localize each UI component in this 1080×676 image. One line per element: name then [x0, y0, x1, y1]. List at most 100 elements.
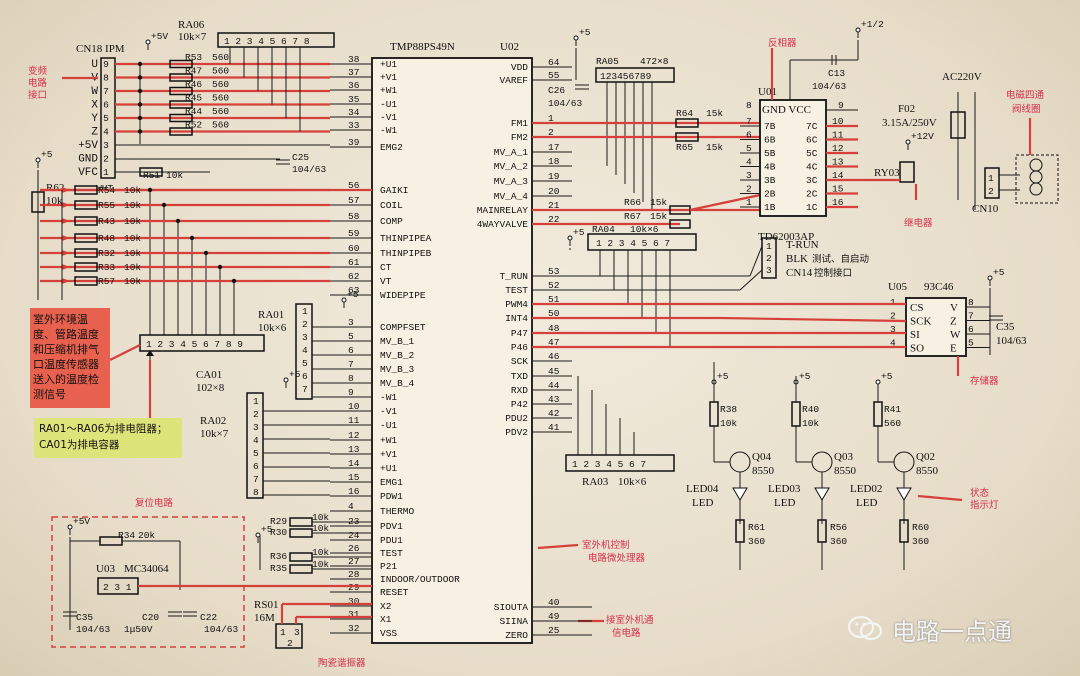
mcu-left-pin-label: WIDEPIPE: [380, 290, 426, 301]
mcu-left-pin-label: EMG1: [380, 477, 403, 488]
mcu-left-pin-label: COMP: [380, 216, 403, 227]
ra06-ref: RA06: [178, 19, 205, 31]
rs01-pin: 1: [280, 627, 286, 638]
supply-terminal: [145, 39, 151, 45]
coil-turn: [1029, 170, 1043, 184]
led-type: LED: [692, 497, 713, 509]
ra02-pin: 5: [253, 448, 259, 459]
pull-resistor-value: 10k: [312, 512, 329, 523]
led-transistor: [893, 451, 915, 473]
ra01-pin: 1: [302, 306, 308, 317]
u01-right-pin-number: 12: [832, 143, 844, 154]
mcu-right-pin-label: MV_A_1: [494, 147, 529, 158]
ipm-resistor: [169, 127, 193, 136]
led-base-resistor: [873, 401, 883, 427]
mcu-left-pin-number: 34: [348, 107, 360, 118]
cn10-pin: 1: [988, 173, 994, 184]
u05-supply: +5: [993, 267, 1005, 278]
mcu-label-2: 电路微处理器: [588, 552, 646, 564]
mcu-left-pin-label: TEST: [380, 548, 403, 559]
ca01-arrow: [146, 350, 154, 356]
c13-ref: C13: [828, 68, 845, 79]
ra01-pin: 6: [302, 371, 308, 382]
sensor-resistor-value: 10k: [124, 276, 141, 287]
mcu-right-pin-number: 2: [548, 127, 554, 138]
r51-value: 10k: [166, 170, 183, 181]
cn14-line3: 控制接口: [814, 267, 852, 279]
c35-ref: C35: [996, 321, 1015, 333]
ipm-resistor: [169, 113, 193, 123]
mcu-right-pin-label: PDV2: [505, 427, 528, 438]
ra01-resistor-array: [295, 303, 313, 400]
mcu-right-pin-label: P46: [511, 342, 528, 353]
mcu-left-pin-number: 59: [348, 228, 360, 239]
c13-value: 104/63: [812, 81, 847, 92]
cn18-pin-label: X: [91, 100, 98, 112]
ry03-relay-coil: [899, 161, 915, 183]
mcu-left-pin-number: 33: [348, 120, 360, 131]
u01-right-pin-label: 5C: [806, 148, 818, 159]
u05-left-pin-number: 4: [890, 338, 896, 349]
ra02-pin: 7: [253, 474, 259, 485]
watermark-text: 电路一点通: [892, 617, 1012, 646]
comm-label-1: 接室外机通: [606, 614, 654, 626]
mcu-right-pin-number: 52: [548, 280, 560, 291]
mcu-left-pin-label: PDU1: [380, 535, 403, 546]
sensor-resistor-ref: R57: [98, 276, 115, 287]
mcu-left-pin-number: 8: [348, 373, 354, 384]
sensor-arrow: [62, 187, 70, 193]
supply-terminal: [875, 379, 881, 385]
u01-left-pin-label: 2B: [764, 189, 776, 200]
ra06-value: 10k×7: [178, 31, 207, 43]
mcu-right-pin-number: 18: [548, 156, 560, 167]
u05-part: 93C46: [924, 281, 954, 293]
led-diode: [896, 487, 912, 501]
supply-terminal: [283, 377, 289, 383]
c20-value: 1μ50V: [124, 624, 153, 635]
led-diode: [814, 487, 830, 501]
u05-right-pin-label: Z: [950, 316, 957, 328]
mcu-label-arrow: [537, 543, 579, 550]
led-transistor: [729, 451, 751, 473]
mcu-right-pin-label: VDD: [511, 62, 528, 73]
comm-label-2: 信电路: [612, 627, 641, 639]
u01-top-pins: GND VCC: [762, 104, 811, 116]
pull-resistor: [289, 564, 313, 574]
f02-fuse: [950, 111, 966, 139]
mcu-left-pin-number: 11: [348, 415, 360, 426]
mcu-right-pin-label: T_RUN: [499, 271, 528, 282]
c22-value: 104/63: [204, 624, 239, 635]
supply-terminal: [573, 35, 579, 41]
mcu-left-pin-number: 6: [348, 345, 354, 356]
led-current-resistor-ref: R61: [748, 522, 765, 533]
ipm-resistor-ref: R44: [185, 106, 202, 117]
r64-value: 15k: [706, 108, 723, 119]
cn14-ref: CN14: [786, 267, 813, 279]
mcu-left-pin-label: -W1: [380, 125, 397, 136]
relay-supply: +12V: [911, 131, 934, 142]
led-ref: LED04: [686, 483, 719, 495]
cn10-ref: CN10: [972, 203, 999, 215]
u01-right-pin-number: 10: [832, 116, 844, 127]
ra06-resistor-array: [217, 32, 335, 48]
led-status-label-2: 指示灯: [970, 499, 999, 511]
mcu-left-pin-label: GAIKI: [380, 185, 409, 196]
mcu-right-pin-number: 1: [548, 113, 554, 124]
ipm-resistor-value: 560: [212, 66, 229, 77]
supply-terminal: [35, 157, 41, 163]
sensor-supply: +5: [41, 149, 53, 160]
mcu-left-pin-number: 13: [348, 444, 360, 455]
u01-right-pin-label: 4C: [806, 162, 818, 173]
pull-supply: +5: [261, 524, 273, 535]
u05-left-pin-number: 2: [890, 311, 896, 322]
mcu-left-pin-label: +U1: [380, 463, 397, 474]
mcu-left-pin-label: THINPIPEB: [380, 248, 432, 259]
cn14-pin: 1: [766, 241, 772, 252]
u01-label: 反相器: [768, 37, 797, 49]
ra05-ref: RA05: [596, 56, 619, 67]
r65-resistor: [675, 132, 699, 142]
mcu-left-pin-number: 39: [348, 137, 360, 148]
led-current-resistor-value: 360: [748, 536, 765, 547]
ipm-resistor-ref: R52: [185, 120, 202, 131]
r62-resistor: [31, 191, 45, 213]
